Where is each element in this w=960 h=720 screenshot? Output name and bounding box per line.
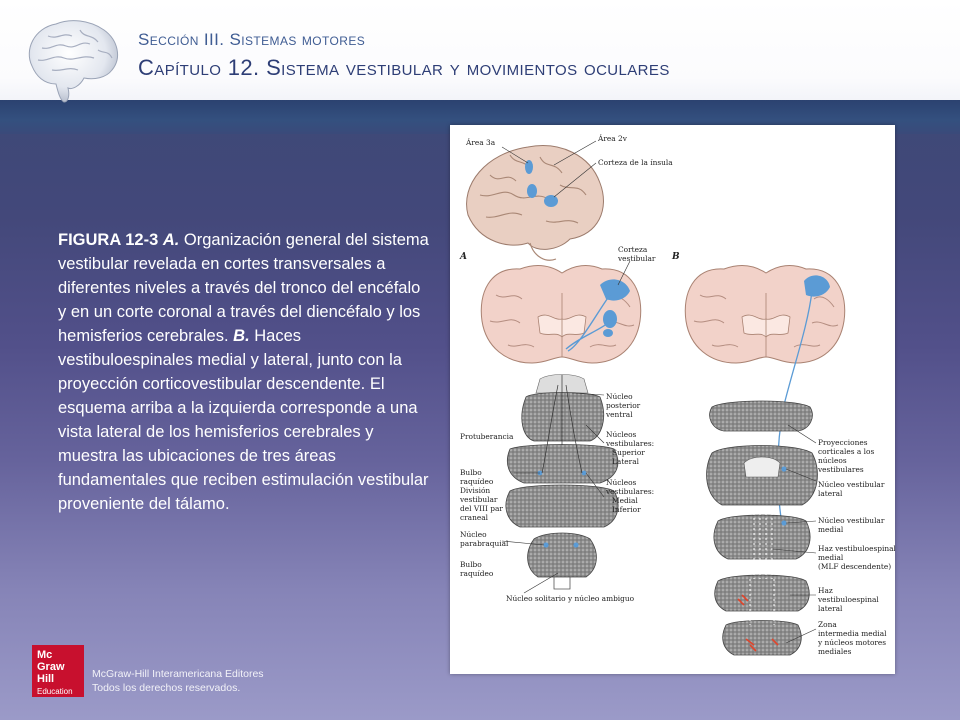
section-title: Sección III. Sistemas motores [138, 30, 366, 49]
label-nvm-1: Núcleo vestibular [818, 516, 885, 525]
label-nuc-vest2-2: vestibulares: [605, 487, 654, 496]
panel-a-letter: A [459, 252, 467, 262]
logo-line-3: Hill [37, 673, 55, 685]
label-corteza-1: Corteza [618, 245, 648, 254]
chapter-title: Capítulo 12. Sistema vestibular y movimi… [138, 55, 670, 80]
caption-figure-number: FIGURA 12-3 [58, 231, 159, 249]
label-bulbo-div-2: raquídeo [460, 477, 494, 486]
label-nuc-vest2-1: Núcleos [606, 478, 637, 487]
label-hvm-1: Haz vestibuloespinal [818, 544, 895, 553]
label-proy-1: Proyecciones [818, 438, 868, 447]
label-bulbo-div-4: vestibular [459, 495, 498, 504]
label-zona-4: mediales [818, 647, 852, 656]
label-hvm-2: medial [818, 553, 844, 562]
label-bulbo-1: Bulbo [460, 560, 482, 569]
label-hvl-3: lateral [818, 604, 843, 613]
label-zona-1: Zona [818, 620, 837, 629]
label-nvm-2: medial [818, 525, 844, 534]
panel-b-coronal-section [684, 265, 846, 526]
label-nucleo-post-1: Núcleo [606, 392, 633, 401]
label-proy-3: núcleos [818, 456, 847, 465]
panel-b-brainstem-spinal: Proyecciones corticales a los núcleos ve… [706, 400, 895, 656]
label-hvm-3: (MLF descendente) [818, 562, 891, 571]
mcgraw-hill-logo: Mc Graw Hill Education [32, 645, 84, 697]
label-nvl-1: Núcleo vestibular [818, 480, 885, 489]
label-nucleo-post-3: ventral [605, 410, 633, 419]
panel-a-brainstem-sections: Núcleo posterior ventral Protuberancia N… [459, 374, 654, 603]
label-nucleo-post-2: posterior [606, 401, 641, 410]
label-bulbo-div-6: craneal [460, 513, 489, 522]
label-proy-2: corticales a los [818, 447, 874, 456]
label-bulbo-div-3: División [460, 486, 490, 495]
lateral-brain-view: Área 3a Área 2v Corteza de la ínsula [465, 134, 673, 261]
caption-part-a-text: Organización general del sistema vestibu… [58, 231, 429, 345]
logo-line-4: Education [37, 687, 73, 696]
caption-part-a-letter: A. [162, 231, 180, 249]
caption-part-b-text: Haces vestibuloespinales medial y latera… [58, 327, 429, 513]
label-area-2v: Área 2v [597, 134, 628, 143]
publisher-name: McGraw-Hill Interamericana Editores [92, 668, 264, 680]
label-insula: Corteza de la ínsula [598, 158, 673, 167]
label-nuc-vest-4: Lateral [612, 457, 640, 466]
label-corteza-2: vestibular [617, 254, 656, 263]
header-bar [0, 0, 960, 112]
label-nuc-vest-3: Superior [612, 448, 645, 457]
label-nuc-vest2-3: Medial [612, 496, 638, 505]
label-bulbo-div-1: Bulbo [460, 468, 482, 477]
label-proy-4: vestibulares [817, 465, 864, 474]
label-parabraquial-2: parabraquial [460, 539, 509, 548]
label-nuc-vest-2: vestibulares: [605, 439, 654, 448]
label-zona-2: intermedia medial [818, 629, 887, 638]
logo-line-2: Graw [37, 661, 65, 673]
label-bulbo-2: raquídeo [460, 569, 494, 578]
copyright-notice: Todos los derechos reservados. [92, 682, 241, 694]
logo-line-1: Mc [37, 649, 53, 661]
brain-logo-icon [28, 20, 119, 103]
label-nuc-vest2-4: Inferior [612, 505, 641, 514]
label-solitario: Núcleo solitario y núcleo ambiguo [506, 594, 635, 603]
panel-b-letter: B [671, 252, 680, 262]
anatomy-figure: Área 3a Área 2v Corteza de la ínsula A B… [450, 125, 895, 674]
label-area-3a: Área 3a [465, 138, 496, 147]
label-parabraquial-1: Núcleo [460, 530, 487, 539]
label-hvl-1: Haz [818, 586, 833, 595]
panel-a-coronal-section: Corteza vestibular [480, 245, 656, 364]
vestibular-system-diagram: Área 3a Área 2v Corteza de la ínsula A B… [459, 134, 895, 656]
caption-part-b-letter: B. [233, 327, 250, 345]
label-zona-3: y núcleos motores [817, 638, 886, 647]
label-nvl-2: lateral [818, 489, 843, 498]
label-protuberancia: Protuberancia [460, 432, 514, 441]
figure-caption: FIGURA 12-3 A. Organización general del … [58, 228, 430, 516]
label-bulbo-div-5: del VIII par [460, 504, 503, 513]
label-nuc-vest-1: Núcleos [606, 430, 637, 439]
label-hvl-2: vestibuloespinal [817, 595, 879, 604]
